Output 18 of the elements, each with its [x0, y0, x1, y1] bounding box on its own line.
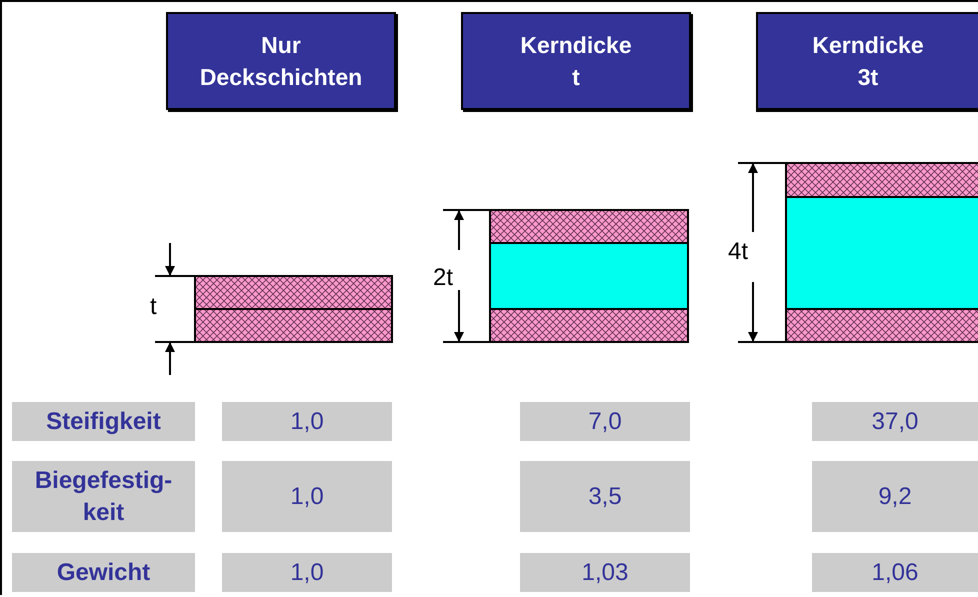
- dimension-label: 2t: [433, 264, 454, 292]
- header-box: Nur Deckschichten: [166, 12, 396, 110]
- header-box: Kerndicke t: [461, 12, 691, 110]
- value-cell: 1,0: [222, 461, 392, 532]
- header-box: Kerndicke 3t: [756, 12, 978, 110]
- value-cell: 3,5: [520, 461, 690, 532]
- value-cell: 37,0: [812, 402, 978, 441]
- value-cell: 1,0: [222, 553, 392, 592]
- value-cell: 1,0: [222, 402, 392, 441]
- value-cell: 9,2: [812, 461, 978, 532]
- value-cell: 7,0: [520, 402, 690, 441]
- dimension-label: 4t: [728, 238, 748, 266]
- row-label: Biegefestig- keit: [12, 461, 195, 532]
- value-cell: 1,06: [812, 553, 978, 592]
- value-cell: 1,03: [520, 553, 690, 592]
- dimension-label: t: [150, 293, 157, 321]
- row-label: Steifigkeit: [12, 402, 195, 441]
- row-label: Gewicht: [12, 553, 195, 592]
